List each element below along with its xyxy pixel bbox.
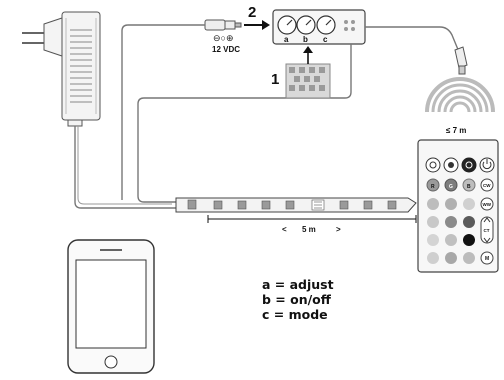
color-button-1[interactable] bbox=[427, 198, 439, 210]
green-button[interactable] bbox=[444, 178, 458, 192]
knob-b-label: b bbox=[303, 35, 308, 44]
cold-white-label: CW bbox=[483, 183, 491, 188]
range-label: ≤ 7 m bbox=[446, 126, 466, 135]
knob-b[interactable] bbox=[296, 15, 316, 35]
red-button-label: R bbox=[431, 184, 435, 190]
strip-length-dimension bbox=[207, 215, 417, 223]
voltage-label: 12 VDC bbox=[212, 45, 240, 54]
knob-c-label: c bbox=[323, 35, 328, 44]
color-button-9[interactable] bbox=[463, 234, 475, 246]
color-button-3[interactable] bbox=[463, 198, 475, 210]
color-button-7[interactable] bbox=[427, 234, 439, 246]
step-2-label: 2 bbox=[248, 4, 256, 21]
controller-lights bbox=[344, 20, 355, 31]
off-button[interactable] bbox=[461, 157, 477, 173]
receiver-plug bbox=[454, 46, 468, 75]
color-temperature-label: CT bbox=[484, 228, 490, 233]
mode-button[interactable] bbox=[480, 251, 494, 265]
power-icon[interactable] bbox=[479, 157, 495, 173]
blue-button-label: B bbox=[467, 184, 471, 190]
cold-white-button[interactable] bbox=[480, 178, 494, 192]
power-adapter bbox=[22, 11, 101, 127]
knob-a-label: a bbox=[284, 35, 289, 44]
controller-to-strip-cable bbox=[137, 44, 352, 203]
color-button-4[interactable] bbox=[427, 216, 439, 228]
warm-white-label: WW bbox=[483, 202, 492, 207]
step-2-arrow bbox=[244, 20, 270, 30]
brightness-down-icon[interactable] bbox=[425, 157, 441, 173]
voltage-symbols: ⊖○⊕ bbox=[213, 33, 234, 43]
led-strip bbox=[175, 197, 417, 213]
color-temperature-rocker[interactable]: CT bbox=[480, 216, 494, 244]
knob-a[interactable] bbox=[277, 15, 297, 35]
color-button-5[interactable] bbox=[445, 216, 457, 228]
controller-output-cable bbox=[365, 26, 460, 53]
remote-buttons: R G B CW WW CT M bbox=[425, 157, 495, 265]
power-cable bbox=[74, 126, 176, 209]
strip-length-right-arrow: > bbox=[336, 225, 341, 234]
strip-length-label: 5 m bbox=[302, 225, 316, 234]
color-button-8[interactable] bbox=[445, 234, 457, 246]
signal-range-icon bbox=[425, 77, 495, 113]
strip-length-left-arrow: < bbox=[282, 225, 287, 234]
step-1-label: 1 bbox=[271, 71, 279, 88]
color-button-2[interactable] bbox=[445, 198, 457, 210]
knob-legend: a = adjust b = on/off c = mode bbox=[262, 277, 334, 322]
power-cable-inner bbox=[77, 126, 172, 205]
warm-white-button[interactable] bbox=[480, 197, 494, 211]
color-button-12[interactable] bbox=[463, 252, 475, 264]
adhesive-pad bbox=[285, 63, 331, 99]
legend-mode: c = mode bbox=[262, 307, 328, 322]
legend-on-off: b = on/off bbox=[262, 292, 331, 307]
color-button-11[interactable] bbox=[445, 252, 457, 264]
red-button[interactable] bbox=[426, 178, 440, 192]
pad-arrow bbox=[303, 46, 313, 64]
knob-c[interactable] bbox=[316, 15, 336, 35]
color-button-6[interactable] bbox=[463, 216, 475, 228]
color-button-10[interactable] bbox=[427, 252, 439, 264]
dc-plug bbox=[121, 19, 242, 200]
smartphone-home-button[interactable] bbox=[104, 355, 118, 369]
green-button-label: G bbox=[449, 184, 453, 190]
smartphone-screen bbox=[75, 259, 147, 349]
blue-button[interactable] bbox=[462, 178, 476, 192]
mode-button-label: M bbox=[485, 256, 489, 262]
legend-adjust: a = adjust bbox=[262, 277, 334, 292]
brightness-up-icon[interactable] bbox=[443, 157, 459, 173]
smartphone bbox=[67, 239, 155, 374]
